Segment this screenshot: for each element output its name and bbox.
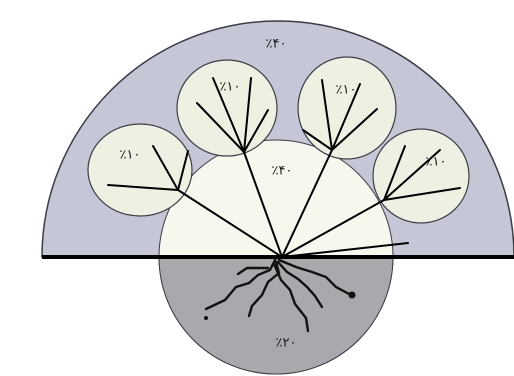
leaf-circle-right: [298, 57, 396, 159]
label-leaf-right: ٪۱۰: [336, 83, 357, 98]
label-leaf-far-right: ٪۱۰: [426, 155, 447, 170]
root-tip-right: [349, 292, 356, 299]
leaf-circle-far-right: [373, 129, 469, 223]
label-root-zone: ٪۲۰: [276, 336, 297, 351]
leaf-circle-left: [177, 60, 277, 156]
root-tip-left: [204, 316, 208, 320]
label-leaf-far-left: ٪۱۰: [120, 148, 141, 163]
label-outer-region: ٪۴۰: [266, 37, 287, 52]
leaf-circle-far-left: [88, 124, 192, 216]
label-leaf-left: ٪۱۰: [220, 80, 241, 95]
label-center-circle: ٪۴۰: [272, 164, 293, 179]
